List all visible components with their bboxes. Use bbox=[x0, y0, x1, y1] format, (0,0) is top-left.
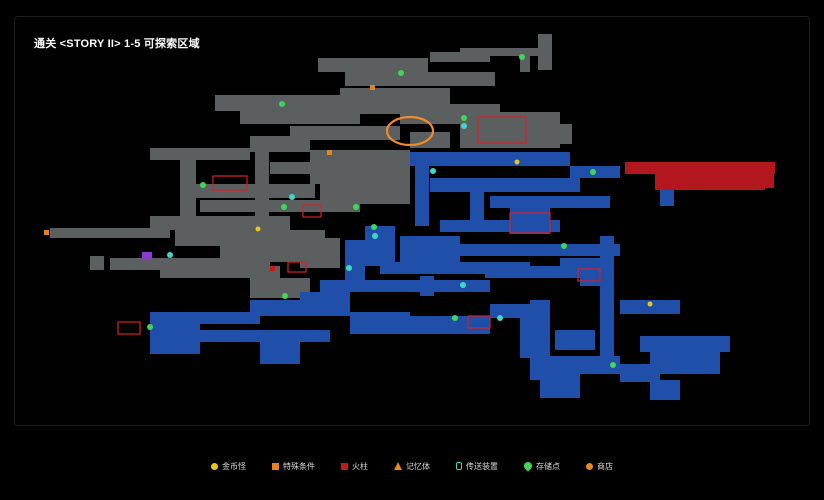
save-point-icon bbox=[452, 315, 458, 321]
highlight-circle bbox=[385, 115, 435, 147]
special-condition-icon bbox=[327, 150, 332, 155]
legend-label: 商店 bbox=[597, 461, 613, 471]
legend-item-save: 存储点 bbox=[522, 460, 560, 472]
legend-label: 特殊条件 bbox=[283, 461, 315, 471]
legend-item-coin: 金币怪 bbox=[211, 461, 246, 472]
teleport-icon bbox=[289, 194, 295, 200]
teleport-icon bbox=[497, 315, 503, 321]
teleport-icon bbox=[372, 233, 378, 239]
legend-label: 记忆体 bbox=[406, 461, 430, 471]
save-point-icon bbox=[147, 324, 153, 330]
legend-label: 火柱 bbox=[352, 461, 368, 471]
save-point-icon bbox=[353, 204, 359, 210]
special-condition-icon bbox=[370, 85, 375, 90]
save-point-icon bbox=[279, 101, 285, 107]
save-point-icon bbox=[200, 182, 206, 188]
teleport-icon bbox=[346, 265, 352, 271]
save-point-icon bbox=[461, 115, 467, 121]
save-point-icon bbox=[519, 54, 525, 60]
teleport-icon bbox=[430, 168, 436, 174]
save-point-icon bbox=[590, 169, 596, 175]
legend-item-memory: 记忆体 bbox=[394, 461, 430, 472]
legend-item-teleport: 传送装置 bbox=[456, 461, 498, 472]
special-room bbox=[142, 252, 152, 260]
legend-label: 存储点 bbox=[536, 461, 560, 471]
special-condition-icon bbox=[272, 462, 279, 470]
map-markers bbox=[44, 54, 653, 368]
teleport-icon bbox=[460, 282, 466, 288]
special-condition-icon bbox=[44, 230, 49, 235]
teleport-icon bbox=[456, 462, 462, 470]
coin-icon bbox=[514, 159, 520, 165]
coin-icon bbox=[211, 462, 218, 470]
save-point-icon bbox=[610, 362, 616, 368]
teleport-icon bbox=[461, 123, 467, 129]
outlined-rooms bbox=[117, 116, 601, 335]
save-point-icon bbox=[398, 70, 404, 76]
coin-icon bbox=[647, 301, 653, 307]
legend-item-special: 特殊条件 bbox=[272, 461, 315, 472]
save-point-icon bbox=[522, 460, 534, 472]
blue-region bbox=[150, 152, 730, 400]
legend-label: 金币怪 bbox=[222, 461, 246, 471]
teleport-icon bbox=[167, 252, 173, 258]
save-point-icon bbox=[561, 243, 567, 249]
legend: 金币怪 特殊条件 火柱 记忆体 传送装置 存储点 商店 bbox=[0, 458, 824, 474]
legend-label: 传送装置 bbox=[466, 461, 498, 471]
gray-region bbox=[50, 34, 572, 298]
fire-pillar-icon bbox=[341, 462, 348, 470]
coin-icon bbox=[255, 226, 261, 232]
legend-item-fire: 火柱 bbox=[341, 461, 368, 472]
save-point-icon bbox=[371, 224, 377, 230]
red-region bbox=[625, 162, 775, 190]
legend-item-shop: 商店 bbox=[586, 461, 613, 472]
map-title: 通关 <STORY II> 1-5 可探索区域 bbox=[34, 38, 200, 50]
memory-icon bbox=[394, 462, 402, 470]
save-point-icon bbox=[282, 293, 288, 299]
shop-icon bbox=[586, 462, 593, 470]
fire-pillar-icon bbox=[270, 266, 275, 271]
save-point-icon bbox=[281, 204, 287, 210]
